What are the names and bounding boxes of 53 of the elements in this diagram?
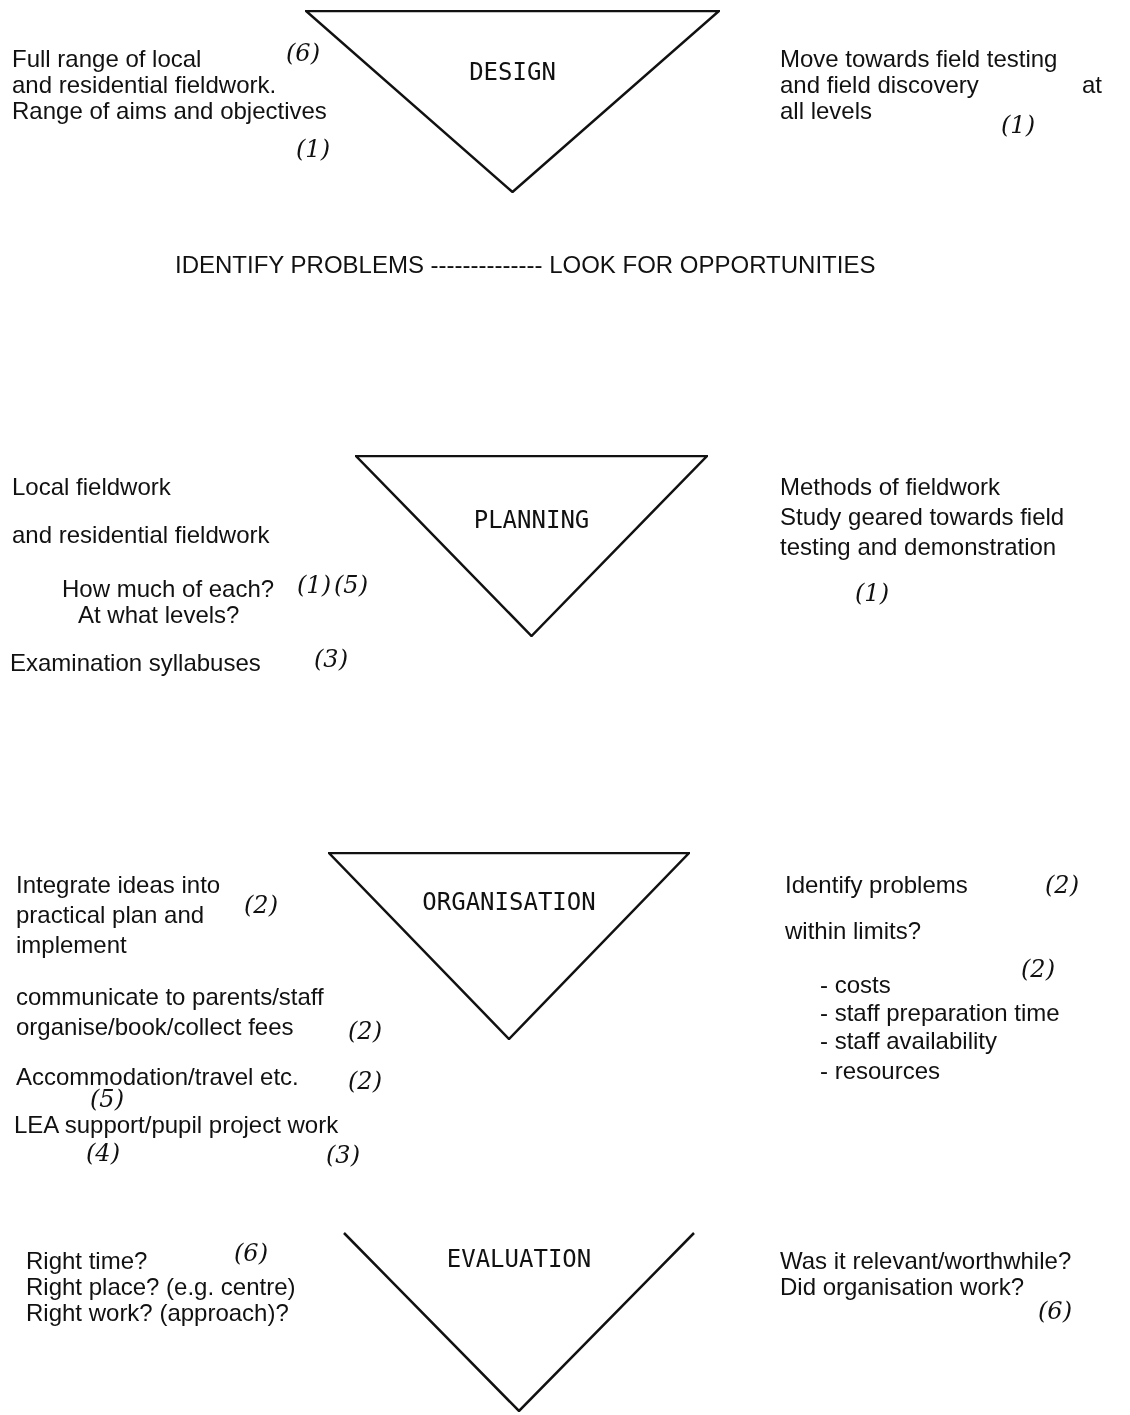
callout-number: (4) xyxy=(86,1140,120,1166)
note-text: Right place? (e.g. centre) xyxy=(26,1274,296,1300)
callout-number: (2) xyxy=(1021,956,1055,982)
callout-number: (3) xyxy=(326,1142,360,1168)
note-text: Study geared towards field xyxy=(780,504,1065,530)
note-text: and residential fieldwork. xyxy=(12,72,277,98)
callout-number: (2) xyxy=(348,1018,382,1044)
note-text: at xyxy=(1082,72,1102,98)
callout-number: (1) xyxy=(297,572,331,598)
note-text: At what levels? xyxy=(78,602,240,628)
note-text: Range of aims and objectives xyxy=(12,98,327,124)
note-text: - resources xyxy=(820,1058,941,1084)
stage-title: EVALUATION xyxy=(446,1245,592,1273)
note-text: Was it relevant/worthwhile? xyxy=(780,1248,1072,1274)
stage-title: PLANNING xyxy=(473,506,590,534)
note-text: - staff preparation time xyxy=(820,1000,1060,1026)
callout-number: (6) xyxy=(234,1240,268,1266)
note-text: all levels xyxy=(780,98,873,124)
callout-number: (1) xyxy=(296,136,330,162)
note-text: Methods of fieldwork xyxy=(780,474,1001,500)
note-text: implement xyxy=(16,932,127,958)
note-text: practical plan and xyxy=(16,902,205,928)
note-text: communicate to parents/staff xyxy=(16,984,324,1010)
callout-number: (5) xyxy=(334,572,368,598)
note-text: IDENTIFY PROBLEMS -------------- LOOK FOR OPPORTUNITIES xyxy=(175,252,876,278)
callout-number: (2) xyxy=(348,1068,382,1094)
note-text: Move towards field testing xyxy=(780,46,1058,72)
callout-number: (1) xyxy=(1001,112,1035,138)
stage-title: ORGANISATION xyxy=(422,888,596,916)
note-text: testing and demonstration xyxy=(780,534,1057,560)
callout-number: (6) xyxy=(286,40,320,66)
callout-number: (1) xyxy=(855,580,889,606)
note-text: Examination syllabuses xyxy=(10,650,261,676)
note-text: within limits? xyxy=(785,918,922,944)
note-text: Right time? xyxy=(26,1248,148,1274)
note-text: Did organisation work? xyxy=(780,1274,1025,1300)
note-text: Local fieldwork xyxy=(12,474,171,500)
callout-number: (2) xyxy=(244,892,278,918)
note-text: and residential fieldwork xyxy=(12,522,270,548)
note-text: - costs xyxy=(820,972,891,998)
note-text: - staff availability xyxy=(820,1028,997,1054)
note-text: Identify problems xyxy=(785,872,968,898)
note-text: Full range of local xyxy=(12,46,202,72)
note-text: Integrate ideas into xyxy=(16,872,221,898)
stage-title: DESIGN xyxy=(469,58,556,86)
note-text: Right work? (approach)? xyxy=(26,1300,289,1326)
note-text: and field discovery xyxy=(780,72,979,98)
callout-number: (3) xyxy=(314,646,348,672)
note-text: LEA support/pupil project work xyxy=(14,1112,339,1138)
callout-number: (6) xyxy=(1038,1298,1072,1324)
note-text: How much of each? xyxy=(62,576,275,602)
note-text: organise/book/collect fees xyxy=(16,1014,294,1040)
callout-number: (2) xyxy=(1045,872,1079,898)
